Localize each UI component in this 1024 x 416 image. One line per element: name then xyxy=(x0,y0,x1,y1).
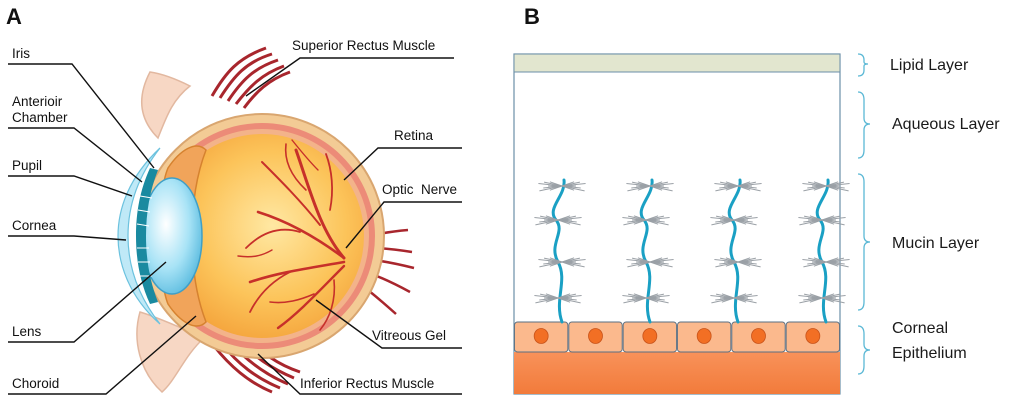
bracket-corneal xyxy=(857,325,871,375)
lipid-layer xyxy=(513,53,841,73)
glycan-tuft xyxy=(798,215,823,226)
bracket-lipid xyxy=(857,53,869,77)
label-anterior-chamber-1: Anterioir xyxy=(12,94,63,109)
glycan-tuft xyxy=(622,215,647,226)
glycan-tuft xyxy=(649,181,674,192)
brackets xyxy=(857,53,871,375)
epithelial-cells xyxy=(514,321,840,353)
glycan-tuft xyxy=(557,215,582,226)
iris xyxy=(136,168,158,304)
label-aqueous-layer: Aqueous Layer xyxy=(892,116,1000,133)
glycan-tuft xyxy=(538,257,563,268)
label-optic-nerve: Optic Nerve xyxy=(382,182,457,197)
panel-a-letter: A xyxy=(6,4,22,29)
panel-b-letter: B xyxy=(524,4,540,29)
cell-nucleus xyxy=(696,328,712,344)
glycan-tuft xyxy=(802,257,827,268)
glycan-tuft xyxy=(645,293,670,304)
glycan-tuft xyxy=(821,293,846,304)
mucin-backbone xyxy=(639,178,654,324)
glycan-tuft xyxy=(622,293,647,304)
panel-b: B Lipid Layer Aqueous Layer Mucin Layer … xyxy=(513,4,1000,395)
glycan-tuft xyxy=(649,257,674,268)
glycan-tuft xyxy=(825,257,850,268)
cell-nucleus xyxy=(533,328,549,344)
mucin-strand xyxy=(798,178,850,324)
glycan-tuft xyxy=(733,215,758,226)
label-iris: Iris xyxy=(12,46,30,61)
glycan-tuft xyxy=(733,293,758,304)
mucin-strand xyxy=(622,178,674,324)
labels-b: Lipid Layer Aqueous Layer Mucin Layer Co… xyxy=(890,57,1000,362)
label-vitreous-gel: Vitreous Gel xyxy=(372,328,446,343)
panel-a: A xyxy=(6,4,462,395)
iris-texture xyxy=(136,195,153,277)
superior-rectus-muscle xyxy=(210,46,291,109)
glycan-tuft xyxy=(561,257,586,268)
mucin-backbone xyxy=(815,178,830,324)
glycan-tuft xyxy=(714,257,739,268)
cell-nucleus xyxy=(642,328,658,344)
label-lipid-layer: Lipid Layer xyxy=(890,57,969,74)
cornea xyxy=(117,147,161,325)
glycan-tuft xyxy=(534,293,559,304)
label-superior-rectus: Superior Rectus Muscle xyxy=(292,38,435,53)
mucin-strand xyxy=(534,178,586,324)
glycan-tuft xyxy=(798,293,823,304)
lens xyxy=(141,177,203,295)
glycan-tuft xyxy=(710,293,735,304)
glycan-tuft xyxy=(626,257,651,268)
glycan-tuft xyxy=(825,181,850,192)
mucin-strands xyxy=(534,178,850,324)
glycan-tuft xyxy=(802,181,827,192)
cell-nucleus xyxy=(751,328,766,344)
label-mucin-layer: Mucin Layer xyxy=(892,235,980,252)
label-retina: Retina xyxy=(394,128,434,143)
upper-eyelid xyxy=(141,71,192,140)
label-anterior-chamber-2: Chamber xyxy=(12,110,68,125)
cell-nucleus xyxy=(588,328,603,344)
glycan-tuft xyxy=(821,215,846,226)
label-corneal-1: Corneal xyxy=(892,320,948,337)
glycan-tuft xyxy=(626,181,651,192)
glycan-tuft xyxy=(538,181,563,192)
bracket-mucin xyxy=(857,173,871,311)
glycan-tuft xyxy=(737,181,762,192)
glycan-tuft xyxy=(714,181,739,192)
label-pupil: Pupil xyxy=(12,158,42,173)
label-cornea: Cornea xyxy=(12,218,57,233)
glycan-tuft xyxy=(534,215,559,226)
leader-lines-a xyxy=(8,57,462,395)
glycan-tuft xyxy=(557,293,582,304)
mucin-backbone xyxy=(551,178,566,324)
corneal-stroma-base xyxy=(514,352,840,394)
retinal-vessels xyxy=(237,139,346,331)
glycan-tuft xyxy=(737,257,762,268)
mucin-strand xyxy=(710,178,762,324)
glycan-tuft xyxy=(561,181,586,192)
cell-nucleus xyxy=(805,328,821,344)
label-lens: Lens xyxy=(12,324,42,339)
label-choroid: Choroid xyxy=(12,376,59,391)
mucin-backbone xyxy=(727,178,742,324)
glycan-tuft xyxy=(710,215,735,226)
glycan-tuft xyxy=(645,215,670,226)
label-inferior-rectus: Inferior Rectus Muscle xyxy=(300,376,434,391)
label-corneal-2: Epithelium xyxy=(892,345,967,362)
bracket-aqueous xyxy=(857,91,871,159)
labels-a: Iris Anterioir Chamber Pupil Cornea Lens… xyxy=(12,38,457,391)
